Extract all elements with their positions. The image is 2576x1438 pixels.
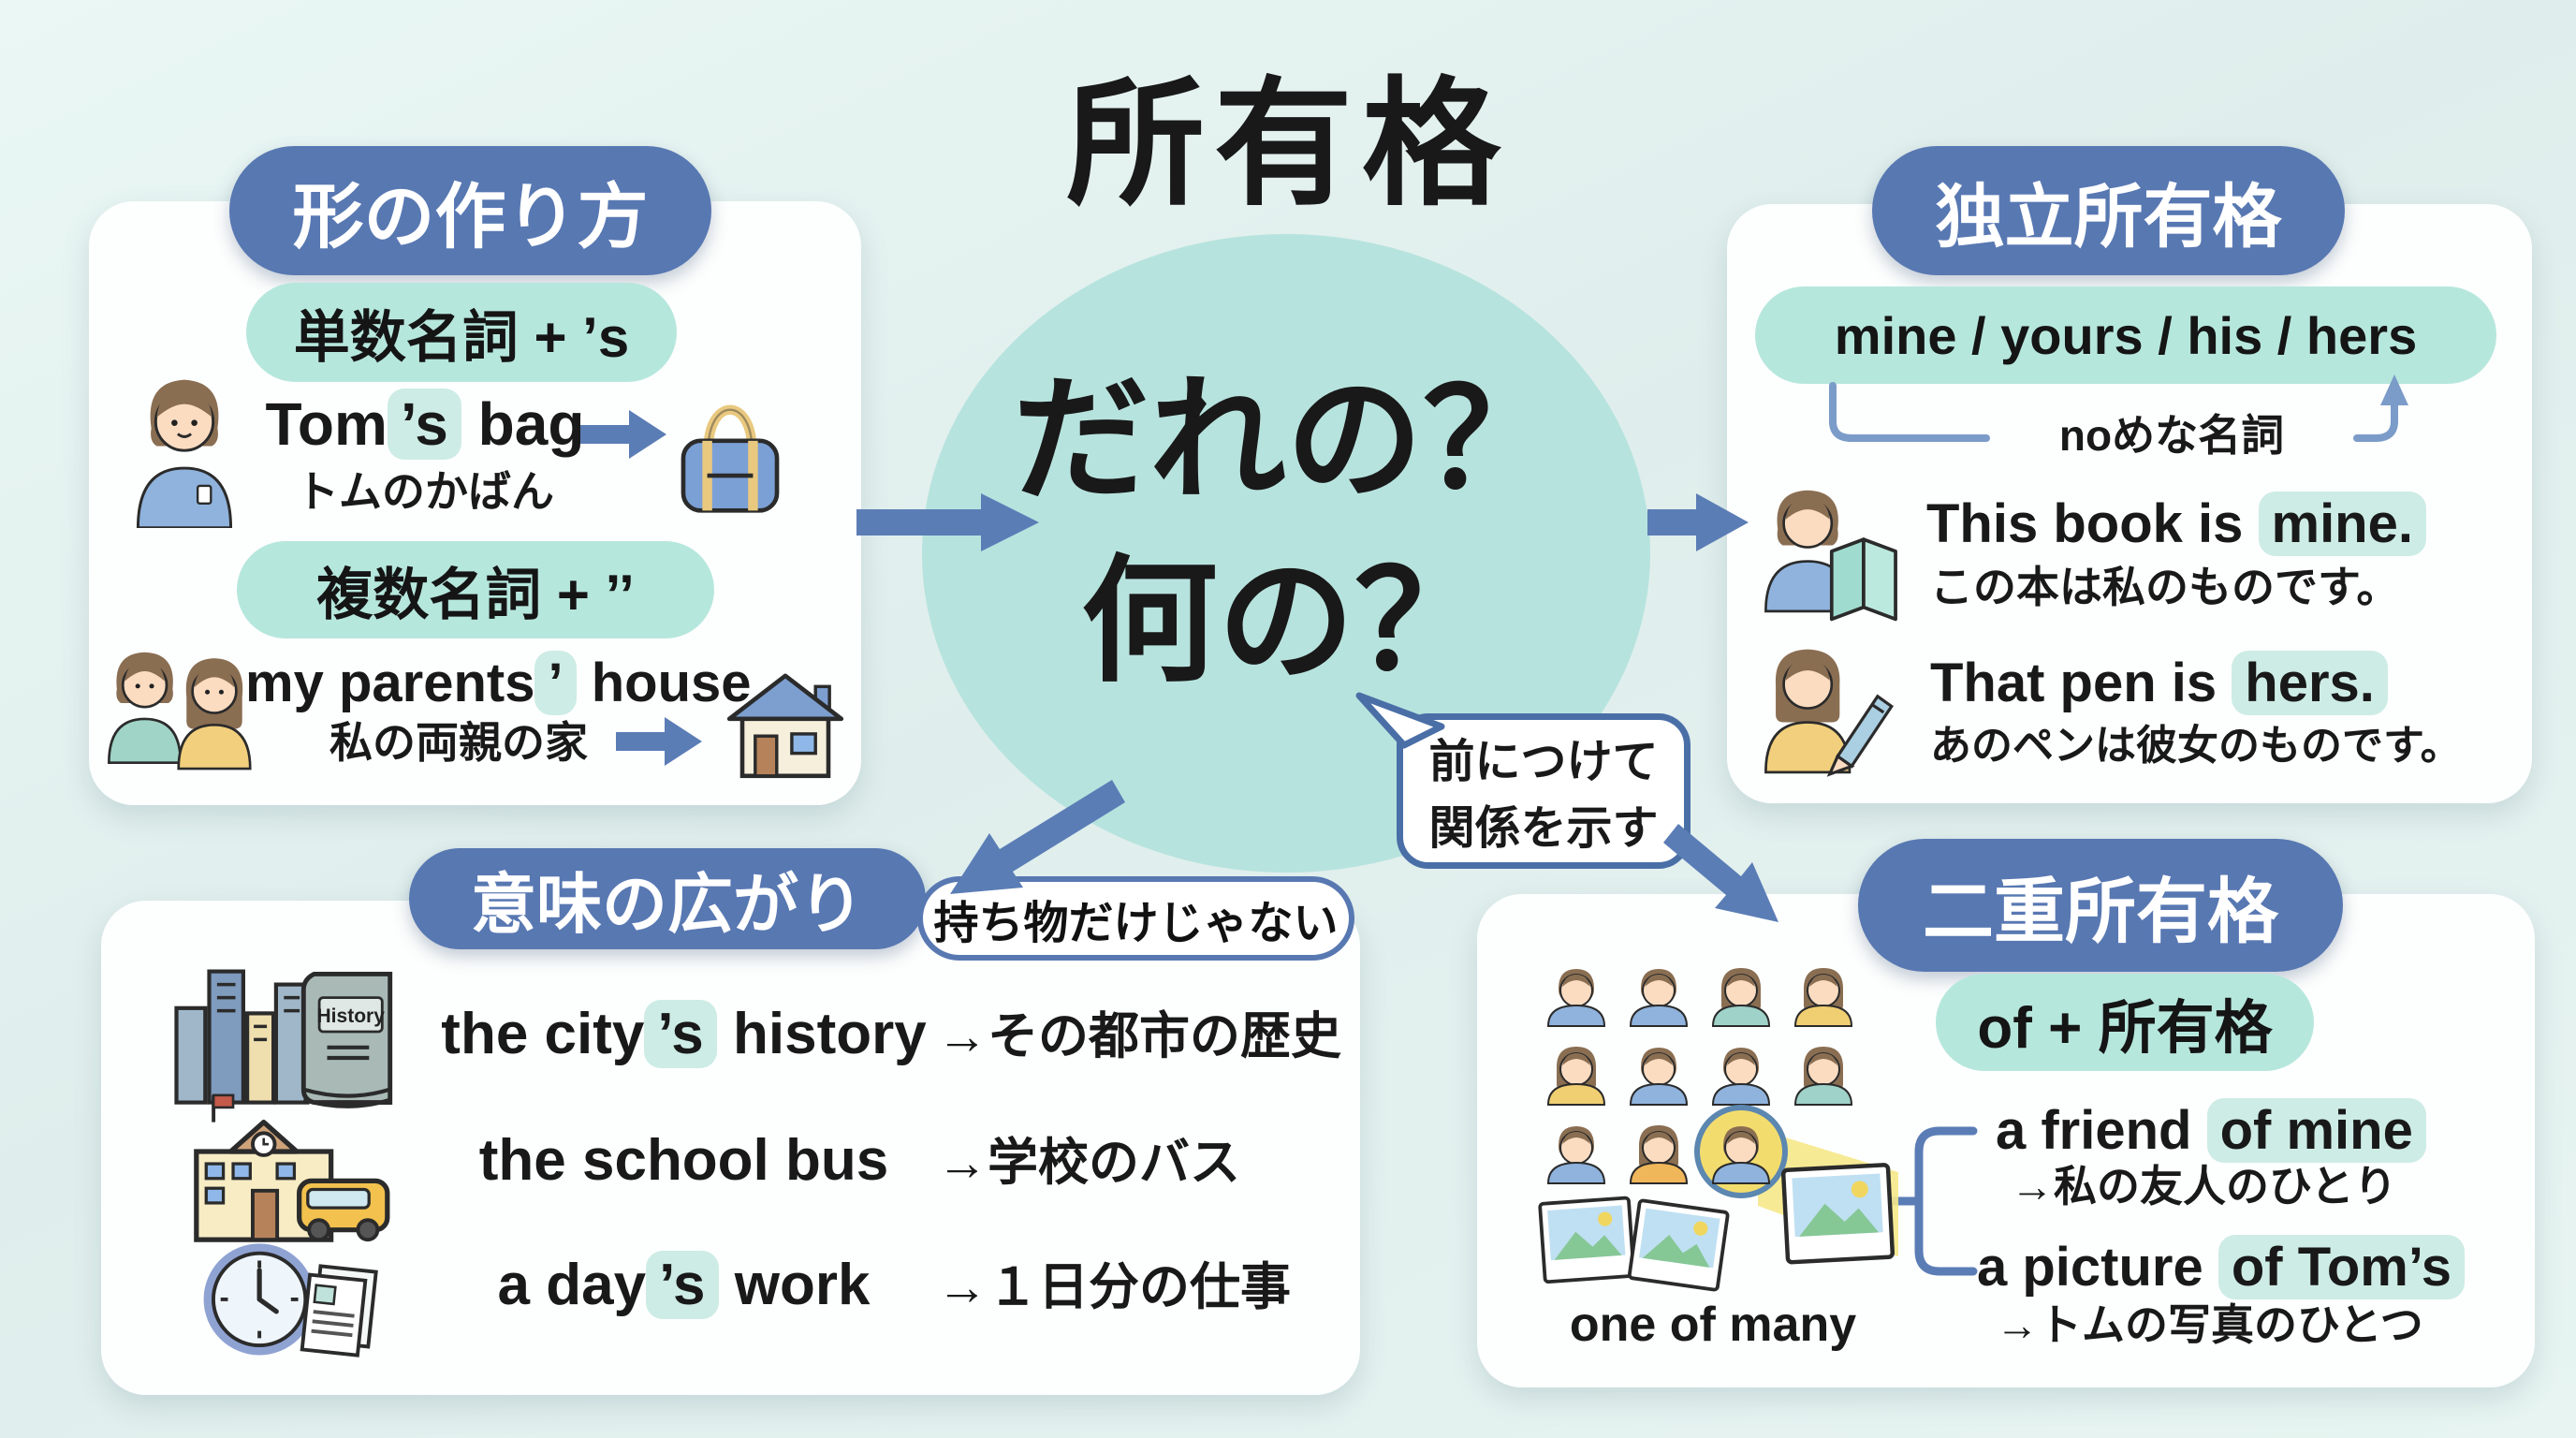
pronoun-note: noめな名詞 — [2058, 411, 2285, 460]
parents-house-ja: 私の両親の家 — [329, 718, 588, 767]
pen-hers-ja: あのペンは彼女のものです。 — [1930, 723, 2462, 769]
toms-bag-ja: トムのかばん — [296, 467, 554, 516]
book-mine-ja: この本は私のものです。 — [1930, 563, 2400, 611]
meaning-row: the school bus→学校のバス — [478, 1128, 1240, 1193]
meaning-subheader: 持ち物だけじゃない — [917, 876, 1354, 961]
note-bubble: 前につけて 関係を示す — [1397, 713, 1690, 869]
house-icon — [726, 673, 844, 779]
page-title: 所有格 — [1066, 67, 1510, 222]
of-rule-pill: of + 所有格 — [1936, 974, 2314, 1071]
singular-rule-pill: 単数名詞 + ’s — [246, 283, 677, 382]
toms-bag-text: Tom’s bag — [265, 389, 585, 460]
svg-text:History: History — [317, 1005, 386, 1027]
tom-avatar-icon — [136, 379, 233, 528]
writer-icon — [1764, 649, 1894, 777]
arrow-right-small-icon — [616, 717, 702, 766]
parents-house-text: my parents’ house — [245, 651, 752, 715]
picture-of-toms-ja: →トムの写真のひとつ — [1996, 1300, 2423, 1349]
meaning-row: the city’s history→その都市の歴史 — [441, 1000, 1341, 1068]
meaning-header: 意味の広がり — [409, 848, 926, 949]
one-of-many-label: one of many — [1569, 1298, 1857, 1352]
bag-icon — [681, 404, 780, 513]
pronouns-pill: mine / yours / his / hers — [1755, 286, 2496, 384]
double-header: 二重所有格 — [1858, 839, 2343, 972]
book-mine-text: This book is mine. — [1926, 492, 2426, 556]
center-question-line2: 何の？ — [1081, 545, 1491, 697]
plural-rule-pill: 複数名詞 + ’’ — [237, 541, 714, 638]
city-history-icon: History — [174, 969, 393, 1108]
independent-header: 独立所有格 — [1872, 146, 2345, 275]
pen-hers-text: That pen is hers. — [1930, 651, 2388, 715]
note-line2: 関係を示す — [1428, 803, 1659, 854]
clock-work-icon — [203, 1243, 378, 1357]
note-line1: 前につけて — [1428, 737, 1659, 787]
friend-of-mine-ja: →私の友人のひとり — [2011, 1162, 2397, 1211]
parents-icon — [108, 652, 252, 770]
reader-icon — [1764, 490, 1897, 622]
form-header: 形の作り方 — [229, 146, 711, 275]
picture-of-toms-text: a picture of Tom’s — [1977, 1235, 2466, 1299]
center-question-line1: だれの？ — [1013, 363, 1559, 516]
arrow-right-small-icon — [580, 410, 666, 459]
school-bus-icon — [194, 1093, 390, 1242]
meaning-row: a day’s work→１日分の仕事 — [497, 1251, 1291, 1319]
friend-of-mine-text: a friend of mine — [1996, 1098, 2426, 1163]
